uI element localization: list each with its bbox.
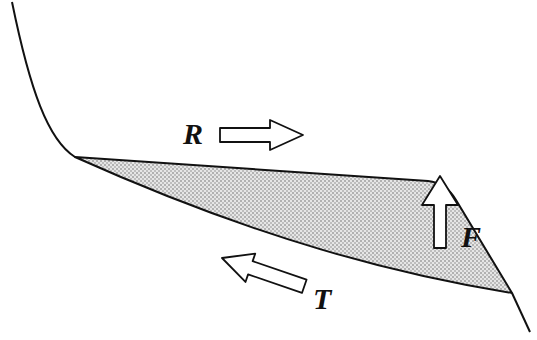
upper-slope-line	[12, 2, 75, 157]
force-label: R	[183, 119, 203, 149]
force-arrow-f	[422, 176, 458, 248]
force-arrow-r	[220, 120, 303, 150]
stippled-wedge	[75, 157, 512, 293]
force-label: F	[461, 222, 481, 252]
lower-slope-line	[512, 293, 530, 332]
force-label: T	[313, 284, 331, 314]
force-arrow-t	[217, 244, 309, 301]
